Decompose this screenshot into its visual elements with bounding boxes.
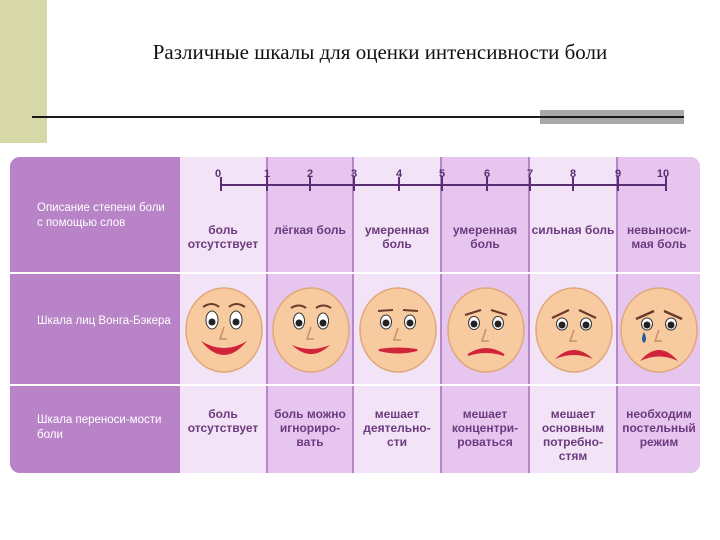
scale-tick: [665, 177, 667, 191]
tolerance-6: мешает концентри-роваться: [451, 407, 519, 449]
scale-tick-label: 6: [483, 168, 491, 180]
row-separator: [10, 384, 700, 386]
scale-tick-label: 3: [350, 168, 358, 180]
row-label-words: Описание степени боли с помощью слов: [37, 202, 165, 229]
face-0-icon: [185, 287, 263, 373]
description-10: невыноси-мая боль: [626, 223, 691, 251]
face-4-icon: [359, 287, 437, 373]
tolerance-0: боль отсутствует: [187, 407, 259, 435]
scale-tick-label: 7: [526, 168, 534, 180]
scale-tick: [529, 177, 531, 191]
scale-tick: [353, 177, 355, 191]
face-10-icon: [620, 287, 698, 373]
tolerance-4: мешает деятельно-сти: [363, 407, 431, 449]
description-8: сильная боль: [531, 223, 615, 237]
row-label-tolerance: Шкала переноси-мости боли: [37, 414, 162, 441]
label-column: [10, 157, 180, 473]
pain-scales-table: Описание степени боли с помощью слов Шка…: [10, 157, 700, 473]
scale-tick: [441, 177, 443, 191]
scale-tick-label: 9: [614, 168, 622, 180]
scale-tick-label: 10: [656, 168, 670, 180]
tolerance-2: боль можно игнориро-вать: [274, 407, 346, 449]
title-rule-accent-line: [540, 116, 684, 118]
tolerance-10: необходим постельный режим: [622, 407, 696, 449]
scale-tick-label: 0: [214, 168, 222, 180]
scale-tick-label: 8: [569, 168, 577, 180]
description-6: умеренная боль: [452, 223, 518, 251]
row-label-faces: Шкала лиц Вонга-Бэкера: [37, 315, 171, 327]
numeric-scale-line: [220, 184, 667, 186]
scale-tick: [398, 177, 400, 191]
scale-tick: [266, 177, 268, 191]
scale-tick: [617, 177, 619, 191]
row-separator: [10, 272, 700, 274]
decorative-side-bar: [0, 0, 47, 143]
scale-tick-label: 4: [395, 168, 403, 180]
face-8-icon: [535, 287, 613, 373]
description-0: боль отсутствует: [187, 223, 259, 251]
face-6-icon: [447, 287, 525, 373]
description-4: умеренная боль: [364, 223, 430, 251]
scale-tick-label: 5: [438, 168, 446, 180]
title-rule: [32, 116, 682, 118]
scale-tick: [309, 177, 311, 191]
scale-tick-label: 2: [306, 168, 314, 180]
face-2-icon: [272, 287, 350, 373]
tolerance-8: мешает основным потребно-стям: [541, 407, 605, 463]
scale-tick: [220, 177, 222, 191]
slide-title: Различные шкалы для оценки интенсивности…: [152, 40, 608, 64]
description-2: лёгкая боль: [274, 223, 346, 237]
scale-tick: [572, 177, 574, 191]
scale-tick-label: 1: [263, 168, 271, 180]
scale-tick: [486, 177, 488, 191]
